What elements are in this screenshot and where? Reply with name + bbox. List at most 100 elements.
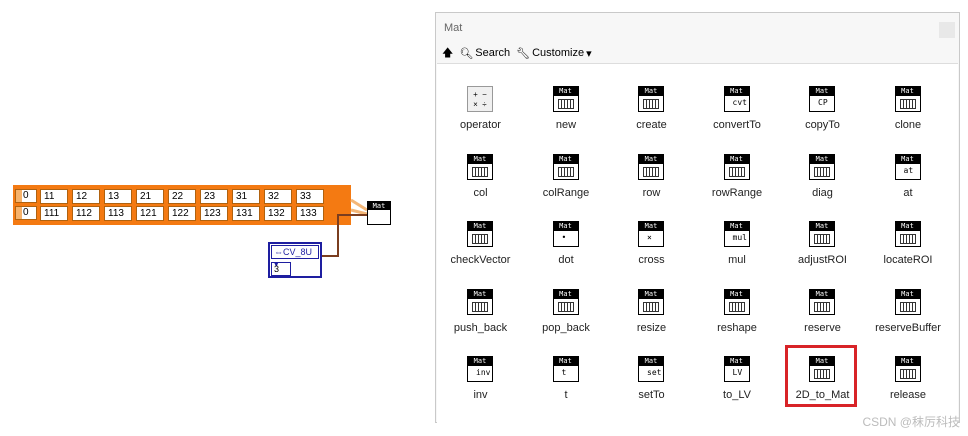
palette-item-label: reshape xyxy=(717,321,757,334)
array-cell[interactable]: 33 xyxy=(296,189,324,204)
palette-item-label: release xyxy=(889,389,927,401)
palette-item-label: diag xyxy=(812,186,833,199)
selection-highlight xyxy=(785,345,857,407)
array-cell[interactable]: 12 xyxy=(72,189,100,204)
array-cell[interactable]: 122 xyxy=(168,206,196,221)
palette-item-label: create xyxy=(636,119,667,131)
search-icon: 🔍︎ xyxy=(459,47,474,60)
palette-item-label: operator xyxy=(460,119,501,131)
wrench-icon: 🔧︎ xyxy=(516,47,531,60)
array-cell[interactable]: 32 xyxy=(264,189,292,204)
create-icon: Mat xyxy=(638,86,666,114)
close-icon[interactable] xyxy=(939,22,955,38)
palette-item-label: convertTo xyxy=(713,119,761,131)
2d-to-mat-node[interactable]: Mat xyxy=(367,201,391,225)
array-index-row[interactable]: 0 xyxy=(15,189,37,203)
cross-icon: Mat× xyxy=(638,221,666,249)
array-cell[interactable]: 21 xyxy=(136,189,164,204)
array-cell[interactable]: 112 xyxy=(72,206,100,221)
array-cell[interactable]: 132 xyxy=(264,206,292,221)
palette-item-row[interactable]: Mat row xyxy=(609,132,694,199)
palette-item-operator[interactable]: +−×÷operator xyxy=(438,64,523,131)
array-cell[interactable]: 11 xyxy=(40,189,68,204)
palette-item-label: at xyxy=(903,186,913,199)
array-wire-2 xyxy=(350,208,368,216)
palette-item-label: to_LV xyxy=(723,389,751,401)
dot-icon: Mat• xyxy=(552,221,581,249)
new-icon: Mat xyxy=(552,86,581,114)
enum-wire xyxy=(322,214,367,257)
wires xyxy=(322,198,368,257)
array-cell[interactable]: 123 xyxy=(200,206,228,221)
palette-item-label: inv xyxy=(473,389,488,401)
array-cell[interactable]: 31 xyxy=(232,189,260,204)
rowrange-icon: Mat xyxy=(723,153,752,182)
channel-constant[interactable]: 3 xyxy=(271,262,291,276)
search-button[interactable]: 🔍︎Search xyxy=(459,47,511,60)
array-index-col[interactable]: 0 xyxy=(15,206,37,220)
adjustroi-icon: Mat xyxy=(809,221,837,249)
depth-enum-constant[interactable]: ⇔CV_8U ▾ 3 xyxy=(268,242,322,278)
array-cell[interactable]: 133 xyxy=(296,206,324,221)
palette-item-label: row xyxy=(642,186,661,199)
palette-item-label: cross xyxy=(638,254,665,266)
array-cell[interactable]: 131 xyxy=(232,206,260,221)
array-wire xyxy=(350,198,368,212)
palette-item-create[interactable]: Mat create xyxy=(609,64,694,131)
palette-item-label: t xyxy=(564,389,568,401)
array-cell[interactable]: 13 xyxy=(104,189,132,204)
reserve-icon: Mat xyxy=(809,288,837,317)
array-cell[interactable]: 113 xyxy=(104,206,132,221)
palette-item-dot[interactable]: Mat•dot xyxy=(524,199,609,266)
array-cell[interactable]: 22 xyxy=(168,189,196,204)
up-arrow-icon[interactable]: 🡅 xyxy=(442,46,454,59)
row-icon: Mat xyxy=(638,153,666,182)
array-cell[interactable]: 23 xyxy=(200,189,228,204)
palette-item-cross[interactable]: Mat× cross xyxy=(609,199,694,266)
push-back-icon: Mat xyxy=(467,288,495,317)
enum-selector[interactable]: ⇔CV_8U ▾ xyxy=(271,245,319,269)
colrange-icon: Mat xyxy=(552,153,581,182)
array-cell[interactable]: 111 xyxy=(40,206,68,221)
palette-item-label: adjustROI xyxy=(798,254,847,266)
palette-item-label: clone xyxy=(894,119,922,131)
palette-item-colrange[interactable]: Mat colRange xyxy=(524,132,609,199)
palette-item-label: colRange xyxy=(542,186,590,199)
array-cell[interactable]: 121 xyxy=(136,206,164,221)
palette-title: Mat xyxy=(444,22,463,34)
watermark: CSDN @秣厉科技 xyxy=(862,415,960,429)
palette-item-label: mul xyxy=(728,254,746,266)
customize-button[interactable]: 🔧︎Customize▾ xyxy=(516,47,592,60)
palette-item-adjustroi[interactable]: Mat adjustROI xyxy=(780,199,865,266)
